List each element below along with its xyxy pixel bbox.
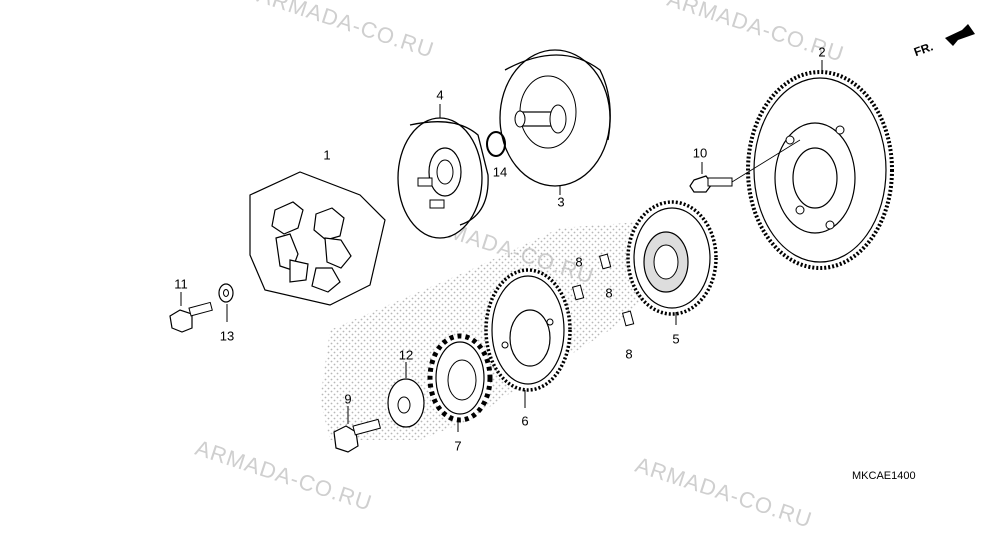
callout-6: 6 — [521, 413, 529, 429]
callout-2: 2 — [818, 44, 826, 60]
part-11-bolt — [169, 292, 213, 333]
callout-11: 11 — [174, 276, 188, 292]
part-7-drive-gear — [427, 333, 493, 432]
part-8-dowel-pin-b — [571, 284, 585, 301]
part-6-sprocket — [484, 268, 572, 408]
part-3-clutch-drum — [499, 49, 611, 195]
callout-12: 12 — [398, 347, 414, 363]
callout-7: 7 — [454, 438, 462, 454]
callout-3: 3 — [557, 194, 565, 210]
part-2-driven-gear — [746, 60, 894, 270]
part-8-dowel-pin-c — [621, 310, 635, 327]
part-10-bolt — [689, 162, 733, 193]
callout-8b: 8 — [605, 285, 613, 301]
front-direction-arrow — [945, 24, 975, 46]
callout-8a: 8 — [575, 254, 583, 270]
part-5-clutch-gear — [626, 200, 718, 325]
part-9-bolt — [333, 406, 382, 453]
diagram-drawing — [169, 24, 975, 453]
callout-5: 5 — [672, 331, 680, 347]
part-13-washer — [218, 283, 234, 322]
parts-diagram: ARMADA-CO.RU ARMADA-CO.RU ARMADA-CO.RU A… — [169, 0, 975, 533]
part-4-damper-holder — [397, 104, 489, 239]
part-12-washer — [387, 362, 425, 428]
diagram-code: MKCAE1400 — [852, 470, 916, 482]
callout-13: 13 — [219, 328, 235, 344]
callout-9: 9 — [344, 391, 352, 407]
part-8-dowel-pin-a — [598, 253, 612, 270]
part-1-damper-rubber-set — [249, 171, 386, 306]
leader-line — [731, 139, 801, 183]
callout-14: 14 — [492, 164, 508, 180]
callout-4: 4 — [436, 87, 444, 103]
callout-8c: 8 — [625, 346, 633, 362]
callout-1: 1 — [323, 147, 331, 163]
part-14-snap-ring — [486, 131, 506, 157]
callout-10: 10 — [692, 145, 708, 161]
